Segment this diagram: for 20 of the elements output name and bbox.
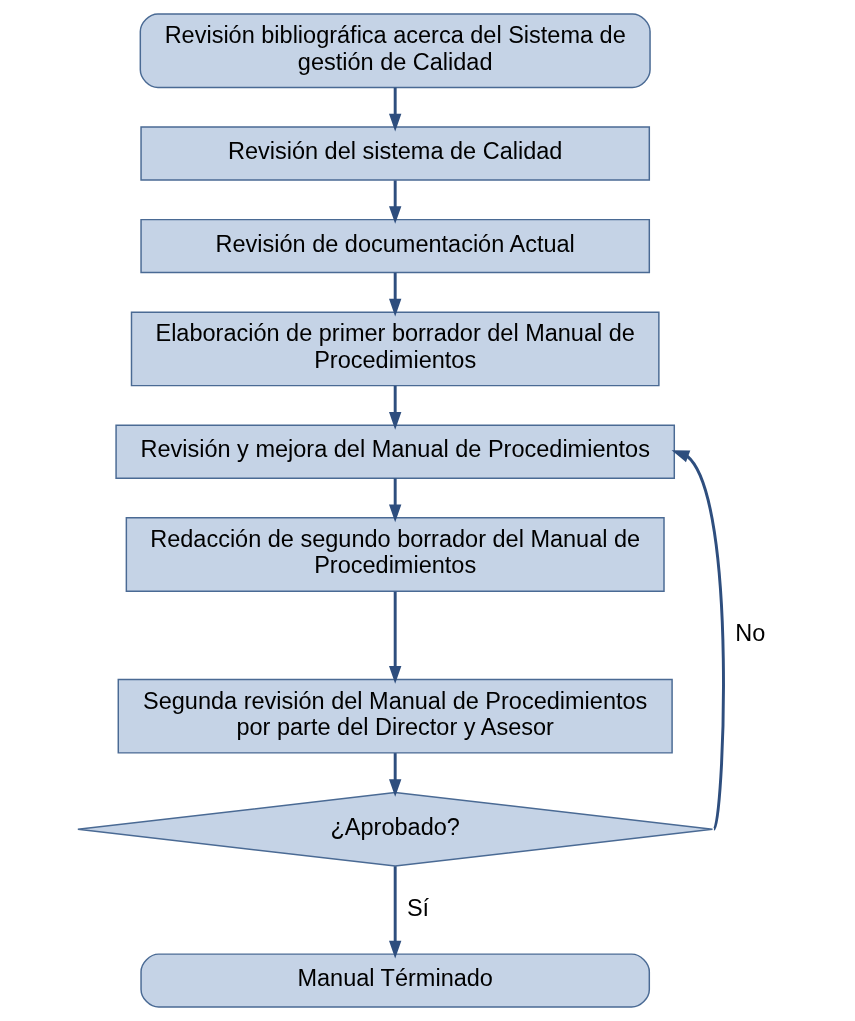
edge-label: No [735, 619, 766, 646]
node-box: Segunda revisión del Manual de Procedimientos por parte del Director y Asesor [117, 678, 673, 754]
arrow [389, 866, 402, 959]
node-box: Revisión bibliográfica acerca del Sistema de gestión de Calidad [139, 13, 651, 89]
node-diamond: ¿Aprobado? [77, 791, 714, 867]
arrow [389, 180, 402, 224]
arrow [389, 591, 402, 684]
node-box: Revisión de documentación Actual [140, 218, 651, 274]
arrow [389, 753, 402, 797]
arrow [389, 385, 402, 430]
node-box: Manual Términado [140, 953, 651, 1008]
arrow [389, 272, 402, 317]
node-box: Revisión del sistema de Calidad [140, 126, 651, 181]
arrow [389, 87, 402, 132]
arrow [671, 450, 725, 830]
node-box: Redacción de segundo borrador del Manual de Procedimientos [125, 517, 665, 593]
arrow [389, 478, 402, 523]
node-box: Revisión y mejora del Manual de Procedimientos [115, 424, 676, 479]
edge-label: Sí [406, 894, 430, 921]
node-box: Elaboración de primer borrador del Manual de Procedimientos [130, 311, 660, 387]
